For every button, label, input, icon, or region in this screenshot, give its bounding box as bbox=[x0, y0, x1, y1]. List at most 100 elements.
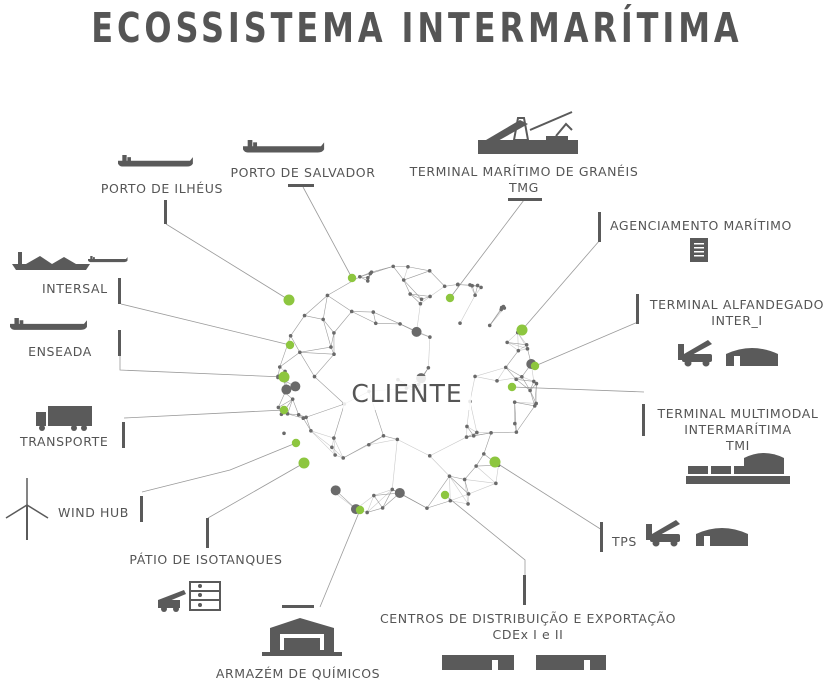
mesh-edge bbox=[314, 376, 345, 405]
label-isotanques: PÁTIO DE ISOTANQUES bbox=[129, 552, 282, 567]
mesh-node bbox=[296, 412, 301, 417]
mesh-edge bbox=[459, 295, 476, 324]
node-armazem: ARMAZÉM DE QUÍMICOS bbox=[216, 605, 380, 681]
mesh-node bbox=[391, 264, 396, 269]
mesh-node bbox=[309, 429, 313, 433]
label-bar bbox=[282, 605, 314, 608]
mesh-node bbox=[534, 401, 539, 406]
document-icon bbox=[690, 238, 708, 262]
connection-node bbox=[440, 490, 450, 500]
mesh-edge bbox=[449, 475, 469, 505]
mesh-node bbox=[368, 271, 373, 276]
mesh-node bbox=[288, 334, 293, 338]
mesh-edge bbox=[426, 500, 451, 509]
mesh-edge bbox=[373, 495, 383, 509]
mesh-edge bbox=[475, 465, 497, 484]
mesh-node bbox=[349, 309, 354, 314]
mesh-edge bbox=[496, 376, 522, 382]
connection-lines bbox=[119, 186, 645, 608]
node-wind-hub: WIND HUB bbox=[5, 478, 143, 540]
mesh-edge bbox=[331, 447, 344, 459]
salt-ship-icon bbox=[12, 252, 128, 270]
mesh-edge bbox=[403, 270, 430, 281]
mesh-edge bbox=[403, 266, 409, 281]
mesh-node bbox=[428, 335, 432, 339]
mesh-node bbox=[365, 510, 369, 515]
mesh-node bbox=[372, 493, 376, 498]
mesh-edge bbox=[449, 476, 451, 501]
bulk-terminal-icon bbox=[478, 111, 578, 154]
mesh-node bbox=[513, 421, 517, 426]
mesh-edge bbox=[426, 475, 450, 509]
mesh-node bbox=[381, 433, 386, 438]
connection-node bbox=[279, 405, 289, 415]
node-tmg: TERMINAL MARÍTIMO DE GRANÉIS TMG bbox=[409, 111, 638, 201]
mesh-edge bbox=[343, 435, 384, 459]
mesh-edge bbox=[375, 322, 401, 325]
mesh-edge bbox=[505, 367, 522, 378]
mesh-node bbox=[473, 293, 477, 298]
mesh-edge bbox=[464, 465, 477, 480]
mesh-edge bbox=[372, 312, 377, 324]
mesh-node bbox=[332, 436, 336, 440]
mesh-edge bbox=[474, 376, 498, 382]
label-tmi-3: TMI bbox=[725, 438, 750, 453]
mesh-node bbox=[520, 374, 524, 379]
label-bar bbox=[642, 404, 645, 436]
mesh-edge bbox=[322, 319, 335, 334]
mesh-edge bbox=[429, 436, 467, 457]
mesh-edge bbox=[279, 352, 301, 368]
mesh-edge bbox=[464, 479, 469, 495]
connection-node bbox=[507, 382, 517, 392]
connector-line bbox=[165, 223, 290, 301]
warehouse-icon bbox=[262, 618, 342, 656]
mesh-edge bbox=[304, 295, 328, 316]
mesh-edge bbox=[473, 432, 492, 437]
label-tmg-2: TMG bbox=[508, 180, 539, 195]
label-bar bbox=[118, 278, 121, 304]
connector-line bbox=[120, 303, 291, 346]
label-tmi-2: INTERMARÍTIMA bbox=[684, 422, 791, 437]
mesh-node bbox=[290, 381, 301, 392]
mesh-edge bbox=[287, 413, 304, 419]
mesh-edge bbox=[491, 431, 517, 434]
mesh-node bbox=[329, 345, 333, 349]
label-tmi-1: TERMINAL MULTIMODAL bbox=[657, 406, 819, 421]
mesh-edge bbox=[517, 332, 519, 351]
mesh-edge bbox=[366, 489, 393, 513]
node-enseada: ENSEADA bbox=[10, 318, 121, 359]
isotank-yard-icon bbox=[158, 581, 221, 612]
mesh-node bbox=[406, 264, 410, 269]
label-inter-i-2: INTER_I bbox=[711, 313, 762, 328]
mesh-edge bbox=[304, 315, 324, 320]
mesh-edge bbox=[506, 332, 518, 343]
mesh-edge bbox=[299, 346, 331, 353]
mesh-node bbox=[475, 283, 480, 288]
mesh-edge bbox=[327, 295, 352, 312]
label-bar bbox=[122, 422, 125, 448]
mesh-edge bbox=[483, 432, 492, 455]
mesh-node bbox=[428, 294, 432, 299]
mesh-edge bbox=[489, 309, 502, 326]
mesh-edge bbox=[450, 500, 469, 505]
mesh-edge bbox=[351, 311, 374, 313]
mesh-node bbox=[474, 464, 478, 468]
mesh-edge bbox=[391, 439, 398, 490]
mesh-node bbox=[332, 352, 336, 357]
connection-node bbox=[298, 457, 310, 469]
label-intersal: INTERSAL bbox=[42, 281, 108, 296]
mesh-node bbox=[401, 278, 406, 282]
node-cdex: CENTROS DE DISTRIBUIÇÃO E EXPORTAÇÃO CDE… bbox=[380, 575, 675, 670]
mesh-edge bbox=[521, 376, 534, 382]
mesh-edge bbox=[287, 399, 293, 414]
mesh-node bbox=[321, 317, 325, 322]
connection-node bbox=[285, 340, 295, 350]
mesh-edge bbox=[383, 435, 398, 440]
mesh-edge bbox=[444, 284, 458, 287]
mesh-node bbox=[395, 437, 400, 442]
mesh-node bbox=[482, 452, 486, 456]
mesh-node bbox=[458, 321, 462, 325]
mesh-edge bbox=[343, 444, 369, 459]
label-bar bbox=[598, 212, 601, 242]
mesh-edge bbox=[370, 266, 394, 274]
